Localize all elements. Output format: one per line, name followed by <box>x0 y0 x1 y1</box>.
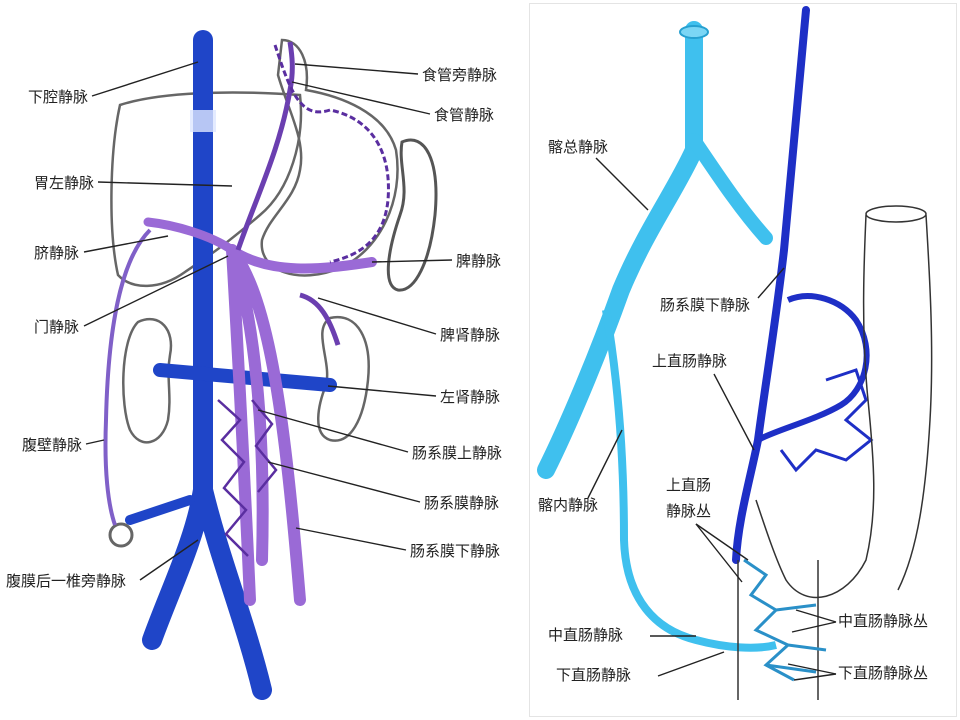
label-inferior-rectal-plexus: 下直肠静脉丛 <box>838 664 928 682</box>
label-inferior-rectal: 下直肠静脉 <box>556 666 631 684</box>
left-leader-lines <box>83 61 453 581</box>
inf-mesenteric-vein <box>732 6 810 564</box>
label-inf-mesenteric-r: 肠系膜下静脉 <box>660 296 750 314</box>
mesenteric-trunks <box>226 244 306 606</box>
rectal-venous-diagram: 髂总静脉 髂内静脉 肠系膜下静脉 上直肠静脉 上直肠 静脉丛 中直肠静脉 下直肠… <box>526 0 960 720</box>
label-retroperitoneal: 腹膜后一椎旁静脉 <box>6 572 126 590</box>
label-splenic: 脾静脉 <box>456 252 501 270</box>
label-abdominal-wall: 腹壁静脉 <box>22 436 82 454</box>
left-kidney-outline <box>317 315 370 442</box>
internal-iliac-vein <box>602 309 777 652</box>
label-left-gastric: 胃左静脉 <box>34 174 94 192</box>
label-mesenteric: 肠系膜静脉 <box>424 494 499 512</box>
retroperitoneal-vein-trunk <box>125 495 195 525</box>
spleen-outline <box>386 138 438 292</box>
right-leader-lines <box>587 157 837 681</box>
label-sup-mesenteric: 肠系膜上静脉 <box>412 444 502 462</box>
label-ivc: 下腔静脉 <box>28 88 88 106</box>
umbilicus-ring <box>108 522 134 548</box>
paraesophageal-varices <box>273 44 390 264</box>
label-middle-rectal: 中直肠静脉 <box>548 626 623 644</box>
label-portal: 门静脉 <box>34 318 79 336</box>
rectal-plexus-links <box>765 603 827 674</box>
label-paraesophageal: 食管旁静脉 <box>422 66 497 84</box>
rectal-venous-svg: 髂总静脉 髂内静脉 肠系膜下静脉 上直肠静脉 上直肠 静脉丛 中直肠静脉 下直肠… <box>537 6 933 700</box>
abdominal-wall-vein <box>103 228 152 526</box>
left-gastric-vein <box>235 41 295 251</box>
liver-outline <box>110 91 303 288</box>
right-kidney-outline <box>122 318 173 444</box>
label-superior-rectal-plexus-2: 静脉丛 <box>666 502 711 520</box>
mesenteric-plexus <box>251 399 278 493</box>
label-left-renal: 左肾静脉 <box>440 388 500 406</box>
colon-outline-outer <box>897 214 933 591</box>
label-superior-rectal-plexus-1: 上直肠 <box>666 476 711 494</box>
common-iliac-vein <box>537 21 703 479</box>
label-common-iliac: 髂总静脉 <box>548 138 608 156</box>
label-umbilical: 脐静脉 <box>34 244 79 262</box>
label-splenorenal: 脾肾静脉 <box>440 326 500 344</box>
splenorenal-shunt <box>299 292 341 346</box>
colon-cut-end <box>865 205 927 223</box>
ivc-highlight <box>190 110 216 132</box>
portal-collateral-diagram: 下腔静脉 胃左静脉 脐静脉 门静脉 腹壁静脉 腹膜后一椎旁静脉 食管旁静脉 食管… <box>6 30 503 700</box>
label-internal-iliac: 髂内静脉 <box>538 496 598 514</box>
rectal-plexus <box>743 558 795 682</box>
colon-outline <box>755 214 875 599</box>
label-middle-rectal-plexus: 中直肠静脉丛 <box>838 612 928 630</box>
label-esophageal: 食管静脉 <box>434 106 494 124</box>
portal-collateral-svg: 下腔静脉 胃左静脉 脐静脉 门静脉 腹壁静脉 腹膜后一椎旁静脉 食管旁静脉 食管… <box>6 30 502 700</box>
stomach-outline <box>260 38 399 277</box>
rectum-outline <box>737 560 819 700</box>
iliac-cut-end <box>679 25 709 39</box>
splenic-vein <box>227 245 377 274</box>
external-iliac-branch <box>687 133 773 245</box>
retroperitoneal-plexus <box>217 399 249 557</box>
label-superior-rectal: 上直肠静脉 <box>652 352 727 370</box>
label-inf-mesenteric: 肠系膜下静脉 <box>410 542 500 560</box>
umbilical-branch <box>143 217 237 255</box>
